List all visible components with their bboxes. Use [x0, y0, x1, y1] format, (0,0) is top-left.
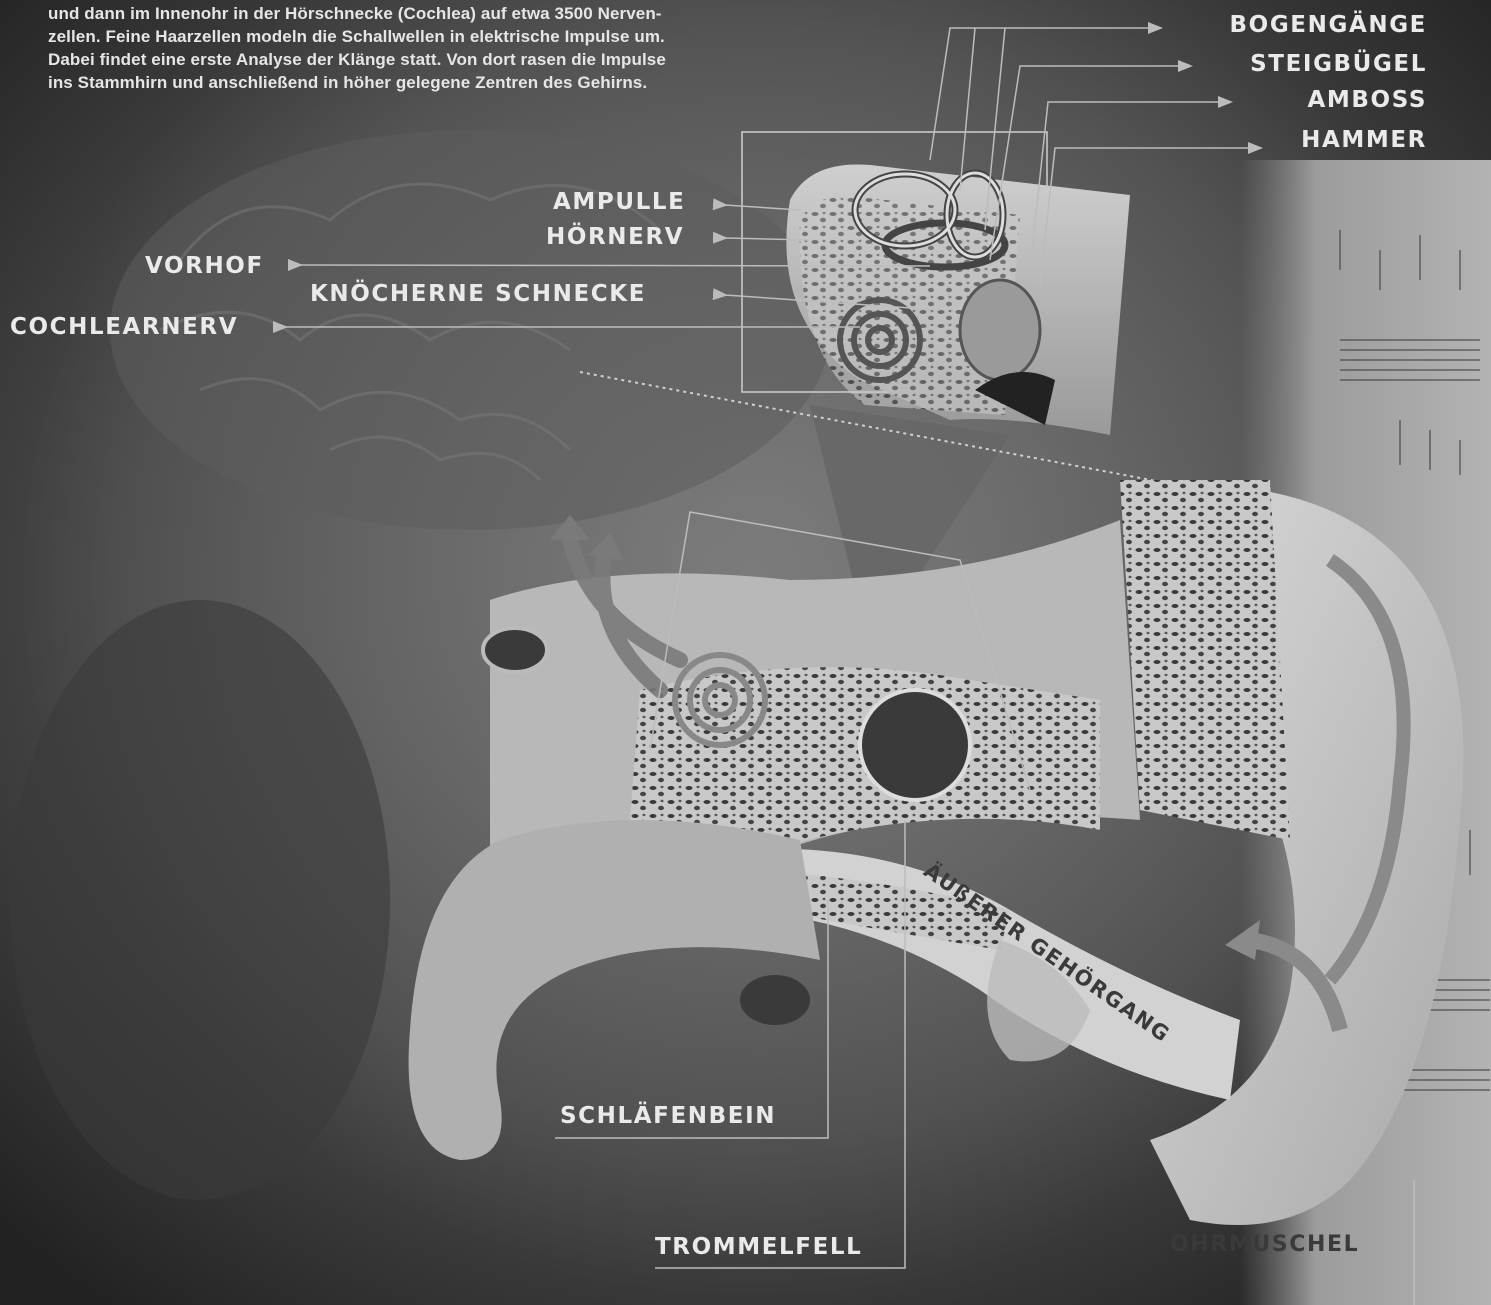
intro-text-block: und dann im Innenohr in der Hörschnecke …: [48, 2, 768, 94]
label-ohrmuschel: OHRMUSCHEL: [1170, 1234, 1359, 1256]
label-ampulle: AMPULLE: [553, 191, 685, 214]
label-trommelfell: TROMMELFELL: [655, 1236, 862, 1259]
label-hoernerv: HÖRNERV: [546, 226, 684, 249]
label-bogengaenge: BOGENGÄNGE: [1230, 14, 1427, 37]
face-shadow: [10, 600, 390, 1200]
vessel-opening: [740, 975, 810, 1025]
label-amboss: AMBOSS: [1308, 89, 1427, 112]
label-cochlearnerv: COCHLEARNERV: [10, 316, 238, 339]
label-hammer: HAMMER: [1301, 129, 1427, 152]
intro-line-2: zellen. Feine Haarzellen modeln die Scha…: [48, 25, 768, 48]
intro-line-1: und dann im Innenohr in der Hörschnecke …: [48, 2, 768, 25]
label-steigbuegel: STEIGBÜGEL: [1250, 53, 1427, 76]
intro-line-4: ins Stammhirn und anschließend in höher …: [48, 71, 768, 94]
label-vorhof: VORHOF: [145, 255, 264, 278]
internal-auditory-canal: [483, 628, 547, 672]
tympanic-cavity: [860, 690, 970, 800]
label-schlaefenbein: SCHLÄFENBEIN: [560, 1105, 776, 1128]
intro-line-3: Dabei findet eine erste Analyse der Klän…: [48, 48, 768, 71]
label-knoecherne-schnecke: KNÖCHERNE SCHNECKE: [310, 283, 646, 306]
